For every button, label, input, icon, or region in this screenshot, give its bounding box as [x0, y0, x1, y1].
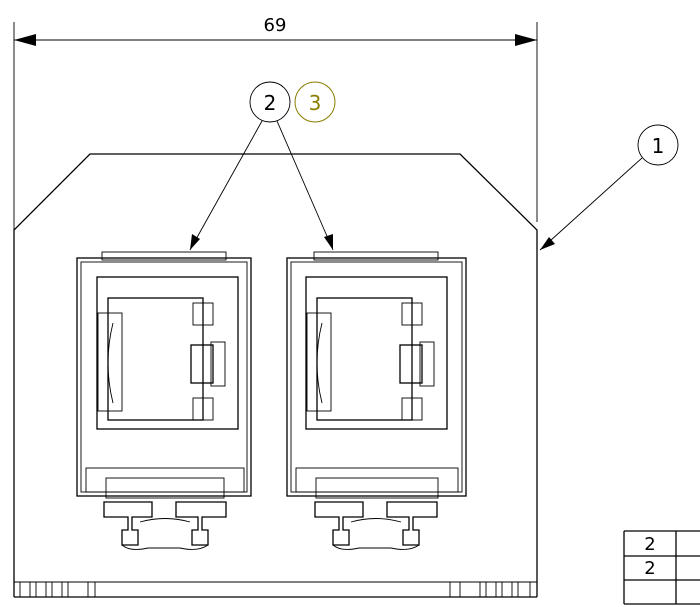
balloon-3: 3 [294, 81, 336, 123]
balloon-1: 1 [539, 124, 679, 251]
width-dimension-value: 69 [264, 15, 287, 36]
balloon-2: 2 [189, 81, 334, 251]
width-dimension: 69 [13, 15, 538, 232]
module-left [76, 251, 252, 550]
module-right [286, 251, 467, 550]
balloon-2-label: 2 [264, 91, 277, 115]
table-row-1-qty: 2 [644, 534, 655, 555]
housing-outline [13, 153, 538, 598]
parts-table: 2 2 [623, 530, 700, 605]
balloon-1-label: 1 [652, 134, 665, 158]
table-row-2-qty: 2 [644, 558, 655, 579]
balloon-3-label: 3 [309, 91, 322, 115]
